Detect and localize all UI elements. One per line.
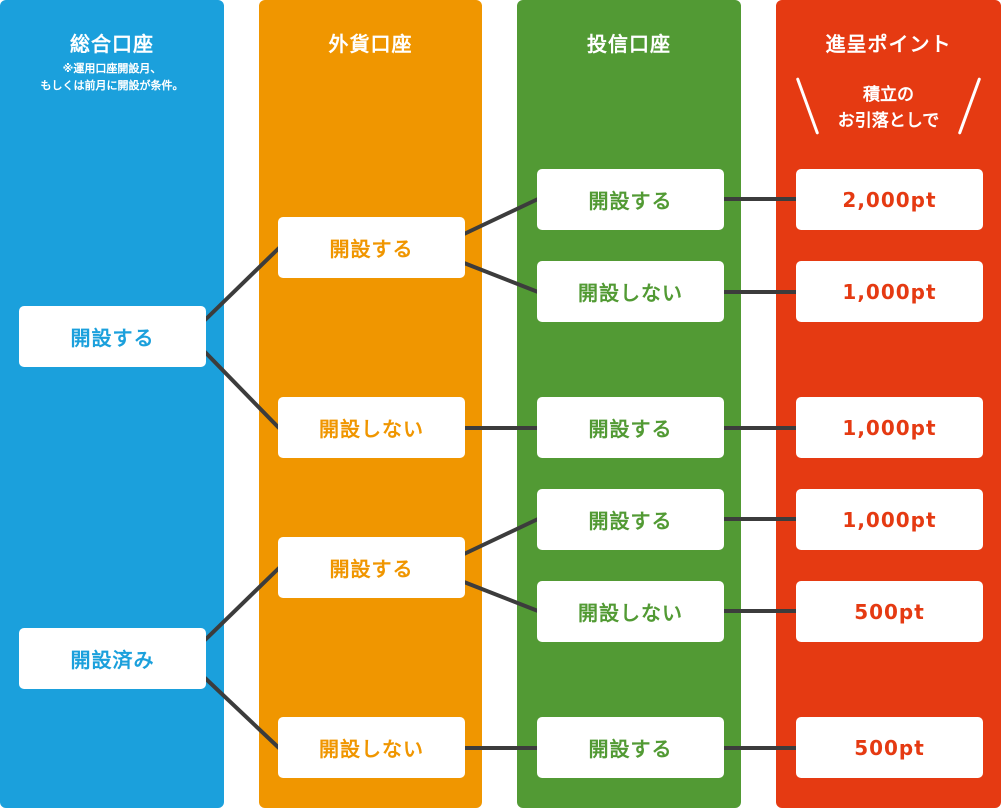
connector-g2-f4 [203,676,281,750]
node-fx-not-open-2: 開設しない [278,717,465,778]
connector-g2-f3 [203,566,281,642]
connector-f3-i4 [462,517,540,556]
column-general-note-line1: ※運用口座開設月、 [62,62,162,75]
node-fx-open-2: 開設する [278,537,465,598]
node-fund-open-1: 開設する [537,169,724,230]
column-fx-title: 外貨口座 [328,32,413,56]
connector-g1-f1 [203,246,281,322]
connector-f1-i1 [462,197,540,236]
node-points-6: 500pt [796,717,983,778]
node-fx-open-1: 開設する [278,217,465,278]
node-points-4: 1,000pt [796,489,983,550]
connector-f1-i2 [462,261,540,294]
node-fund-open-3: 開設する [537,489,724,550]
connector-g1-f2 [203,350,281,430]
node-points-5: 500pt [796,581,983,642]
node-fund-not-open-1: 開設しない [537,261,724,322]
connector-f3-i5 [462,580,540,613]
column-points-note-line1: 積立の [863,85,914,105]
node-fund-open-2: 開設する [537,397,724,458]
column-general-title: 総合口座 [70,32,154,56]
column-points-title: 進呈ポイント [825,32,952,56]
node-points-2: 1,000pt [796,261,983,322]
node-points-3: 1,000pt [796,397,983,458]
column-points-note-line2: お引落としで [837,111,940,131]
column-points-note: 積立の お引落としで [776,82,1001,134]
column-general-note: ※運用口座開設月、 もしくは前月に開設が条件。 [0,60,224,94]
node-fund-open-4: 開設する [537,717,724,778]
node-general-open: 開設する [19,306,206,367]
node-points-1: 2,000pt [796,169,983,230]
column-general-note-line2: もしくは前月に開設が条件。 [40,79,184,92]
column-fund-title: 投信口座 [587,32,671,56]
node-general-already-open: 開設済み [19,628,206,689]
node-fx-not-open-1: 開設しない [278,397,465,458]
node-fund-not-open-2: 開設しない [537,581,724,642]
